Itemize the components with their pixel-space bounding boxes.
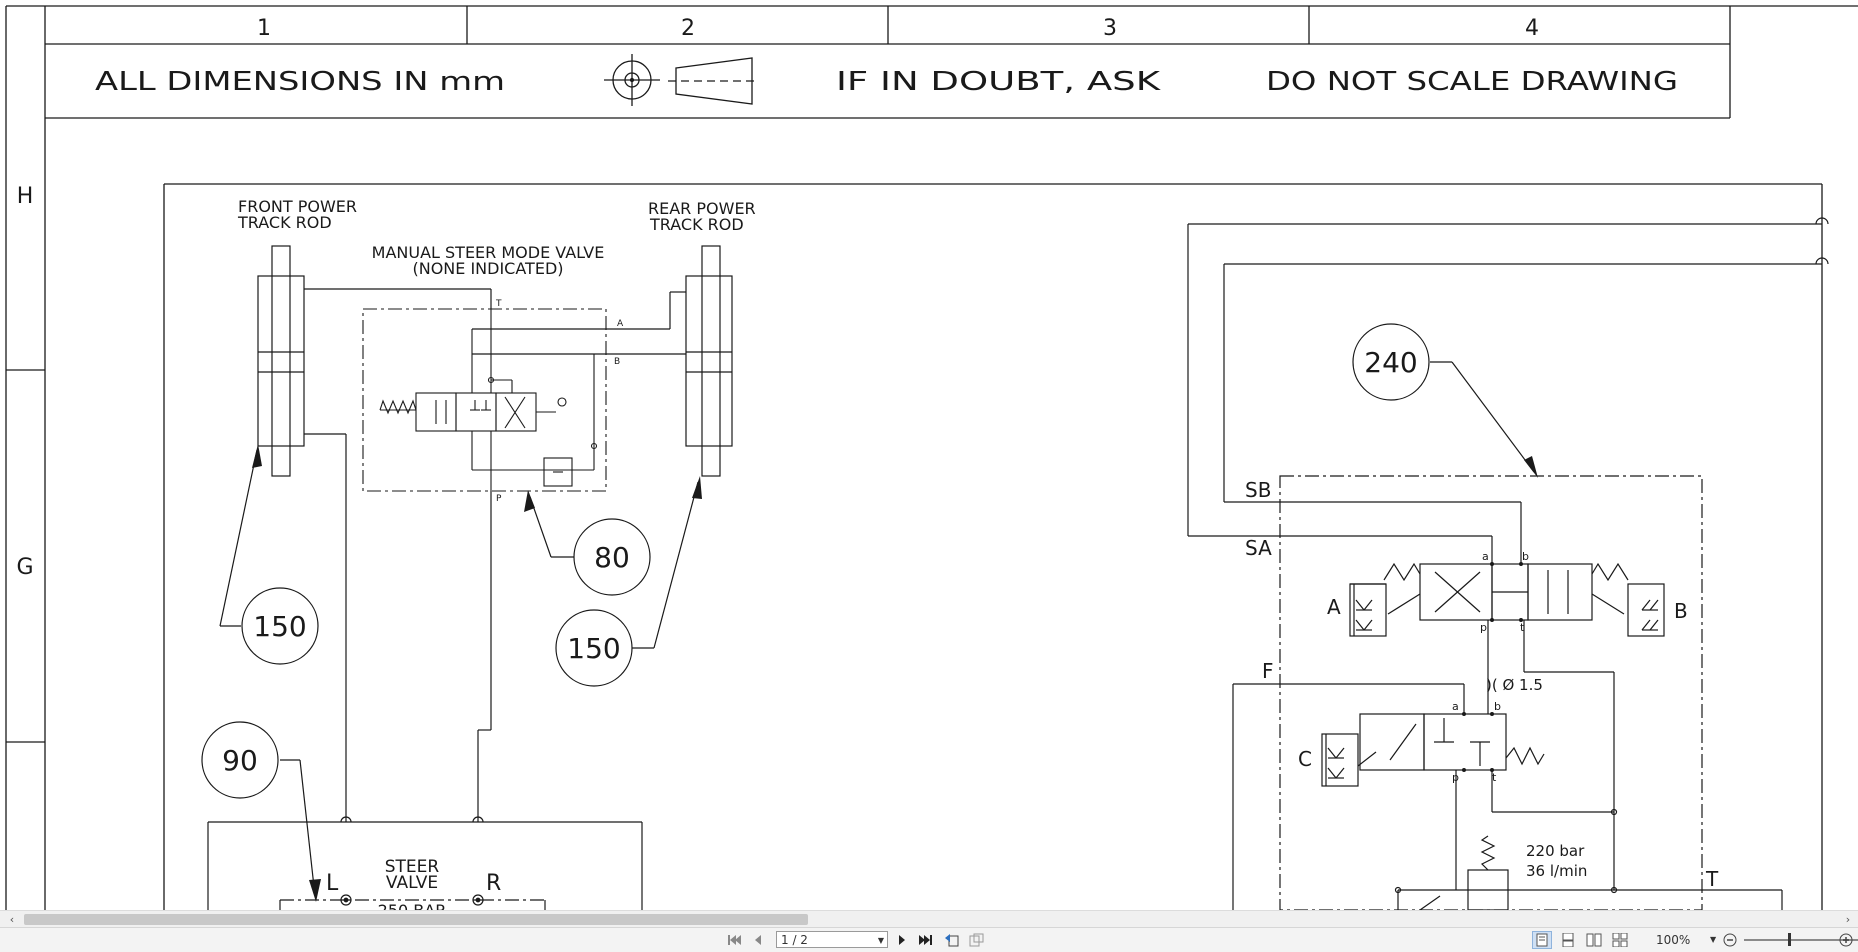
port-a-lower: a (1452, 700, 1459, 713)
label-front-line2: TRACK ROD (237, 213, 332, 232)
label-small-b: B (614, 357, 620, 367)
note-do-not-scale: DO NOT SCALE DRAWING (1266, 67, 1678, 97)
first-page-button[interactable] (724, 931, 744, 949)
rear-power-track-rod (472, 245, 733, 477)
label-steer-bar: 250 BAR (378, 901, 447, 910)
port-sb: SB (1245, 478, 1271, 502)
label-rear-line2: TRACK ROD (649, 215, 744, 234)
label-small-a: A (617, 319, 624, 329)
scroll-thumb[interactable] (24, 914, 808, 925)
projection-symbol-icon (604, 54, 758, 106)
scroll-left-icon[interactable]: ‹ (9, 913, 15, 926)
last-page-button[interactable] (916, 931, 936, 949)
port-t-upper: t (1520, 621, 1525, 634)
port-a-upper: a (1482, 550, 1489, 563)
goto-next-view-button[interactable] (966, 931, 986, 949)
solenoid-a: A (1327, 595, 1341, 619)
label-steer-line1: STEER (385, 857, 440, 877)
previous-page-button[interactable] (748, 931, 768, 949)
zone-column-3: 3 (1103, 16, 1117, 41)
port-b-upper: b (1522, 550, 1529, 563)
continuous-facing-icon (1612, 933, 1628, 947)
port-p-upper: p (1480, 621, 1487, 634)
port-r: R (486, 871, 501, 896)
manual-steer-mode-valve (362, 308, 607, 492)
label-small-p: P (496, 494, 502, 504)
continuous-facing-view-button[interactable] (1610, 931, 1630, 949)
balloon-150-right: 150 (567, 632, 620, 665)
zoom-out-button[interactable] (1720, 931, 1740, 949)
single-page-view-button[interactable] (1532, 931, 1552, 949)
first-page-icon (728, 935, 741, 945)
zoom-in-button[interactable] (1836, 931, 1856, 949)
page-number-field[interactable]: 1 / 2 ▼ (776, 931, 888, 948)
balloon-150-left: 150 (253, 610, 306, 643)
next-view-icon (969, 933, 984, 947)
goto-previous-view-button[interactable] (942, 931, 962, 949)
label-manual-line2: (NONE INDICATED) (412, 259, 563, 278)
pressure-label: 220 bar (1526, 842, 1585, 860)
port-f: F (1262, 659, 1274, 683)
page-indicator: 1 / 2 (781, 933, 808, 947)
note-dimensions: ALL DIMENSIONS IN mm (95, 67, 505, 97)
single-page-icon (1536, 933, 1548, 947)
zone-row-g: G (16, 555, 33, 580)
zone-column-2: 2 (681, 16, 695, 41)
port-l: L (326, 871, 339, 896)
label-manual-line1: MANUAL STEER MODE VALVE (372, 243, 605, 262)
horizontal-scrollbar[interactable]: ‹ › (0, 910, 1858, 928)
continuous-page-icon (1562, 933, 1574, 947)
facing-pages-icon (1586, 933, 1602, 947)
zoom-slider-thumb[interactable] (1788, 933, 1791, 946)
scroll-right-icon[interactable]: › (1845, 913, 1851, 926)
port-t-lower: t (1492, 771, 1497, 784)
orifice-label: )( Ø 1.5 (1486, 676, 1543, 694)
steer-valve (207, 816, 643, 910)
previous-page-icon (755, 935, 761, 945)
zone-column-4: 4 (1525, 16, 1539, 41)
previous-view-icon (945, 934, 959, 947)
zoom-dropdown-icon[interactable]: ▼ (1710, 935, 1717, 944)
facing-view-button[interactable] (1584, 931, 1604, 949)
hydraulic-schematic-drawing: 1 2 3 4 H G ALL DIMENSIONS IN mm IF IN D… (5, 5, 1858, 910)
chevron-down-icon: ▼ (877, 936, 884, 945)
note-doubt: IF IN DOUBT, ASK (836, 67, 1161, 97)
port-p-lower: p (1452, 771, 1459, 784)
zoom-out-icon (1723, 933, 1737, 947)
zoom-level[interactable]: 100% (1656, 933, 1691, 947)
zone-column-1: 1 (257, 16, 271, 41)
balloon-80: 80 (594, 541, 630, 574)
label-small-t: T (495, 299, 502, 309)
solenoid-c: C (1298, 747, 1312, 771)
steer-mode-valve-block (1187, 217, 1829, 910)
front-power-track-rod (257, 245, 492, 822)
label-steer-line2: VALVE (386, 873, 438, 893)
zone-row-h: H (17, 184, 34, 209)
port-b-lower: b (1494, 700, 1501, 713)
continuous-view-button[interactable] (1558, 931, 1578, 949)
zoom-in-icon (1839, 933, 1853, 947)
flow-label: 36 l/min (1526, 862, 1587, 880)
last-page-icon (919, 935, 932, 945)
zoom-slider[interactable] (1744, 939, 1858, 941)
port-t: T (1705, 867, 1719, 891)
next-page-button[interactable] (892, 931, 912, 949)
balloon-240: 240 (1364, 346, 1417, 379)
label-front-line1: FRONT POWER (238, 197, 357, 216)
next-page-icon (899, 935, 905, 945)
balloon-90: 90 (222, 744, 258, 777)
port-sa: SA (1245, 536, 1272, 560)
document-viewport[interactable]: 1 2 3 4 H G ALL DIMENSIONS IN mm IF IN D… (0, 0, 1858, 910)
status-bar: 1 / 2 ▼ 100% ▼ (0, 927, 1858, 952)
label-rear-line1: REAR POWER (648, 199, 756, 218)
solenoid-b: B (1674, 599, 1688, 623)
